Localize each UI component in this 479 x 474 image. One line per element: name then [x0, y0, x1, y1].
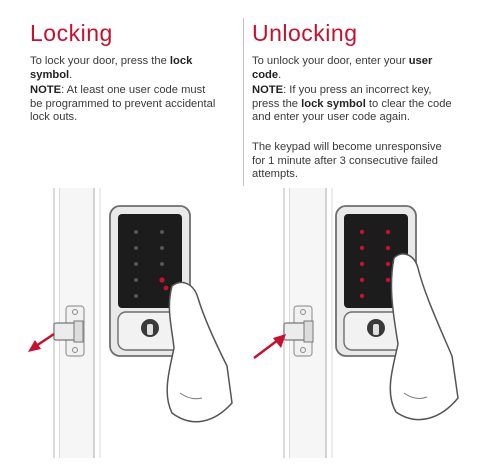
user-code-text: user code: [252, 55, 433, 81]
unlocking-note: NOTE: If you press an incorrect key, pre…: [252, 84, 452, 124]
unlocking-instruction: To unlock your door, enter your user cod…: [252, 55, 433, 81]
locking-note: NOTE: At least one user code must be pro…: [30, 84, 216, 124]
lock-direction-arrow-icon: [28, 332, 55, 352]
unlocking-illustration: [253, 188, 474, 458]
unlocking-title: Unlocking: [252, 20, 358, 46]
locking-instruction: To lock your door, press the lock symbol…: [30, 55, 193, 81]
unlocking-lockout-note: The keypad will become unresponsive for …: [252, 141, 442, 181]
locking-illustration: [28, 188, 237, 458]
column-divider: [243, 18, 244, 186]
locking-title: Locking: [30, 20, 113, 46]
lock-symbol-text: lock symbol: [301, 97, 366, 110]
note-label: NOTE: [30, 84, 62, 96]
unlock-direction-arrow-icon: [253, 334, 286, 359]
note-label: NOTE: [252, 84, 284, 96]
lock-symbol-text: lock symbol: [30, 55, 193, 81]
